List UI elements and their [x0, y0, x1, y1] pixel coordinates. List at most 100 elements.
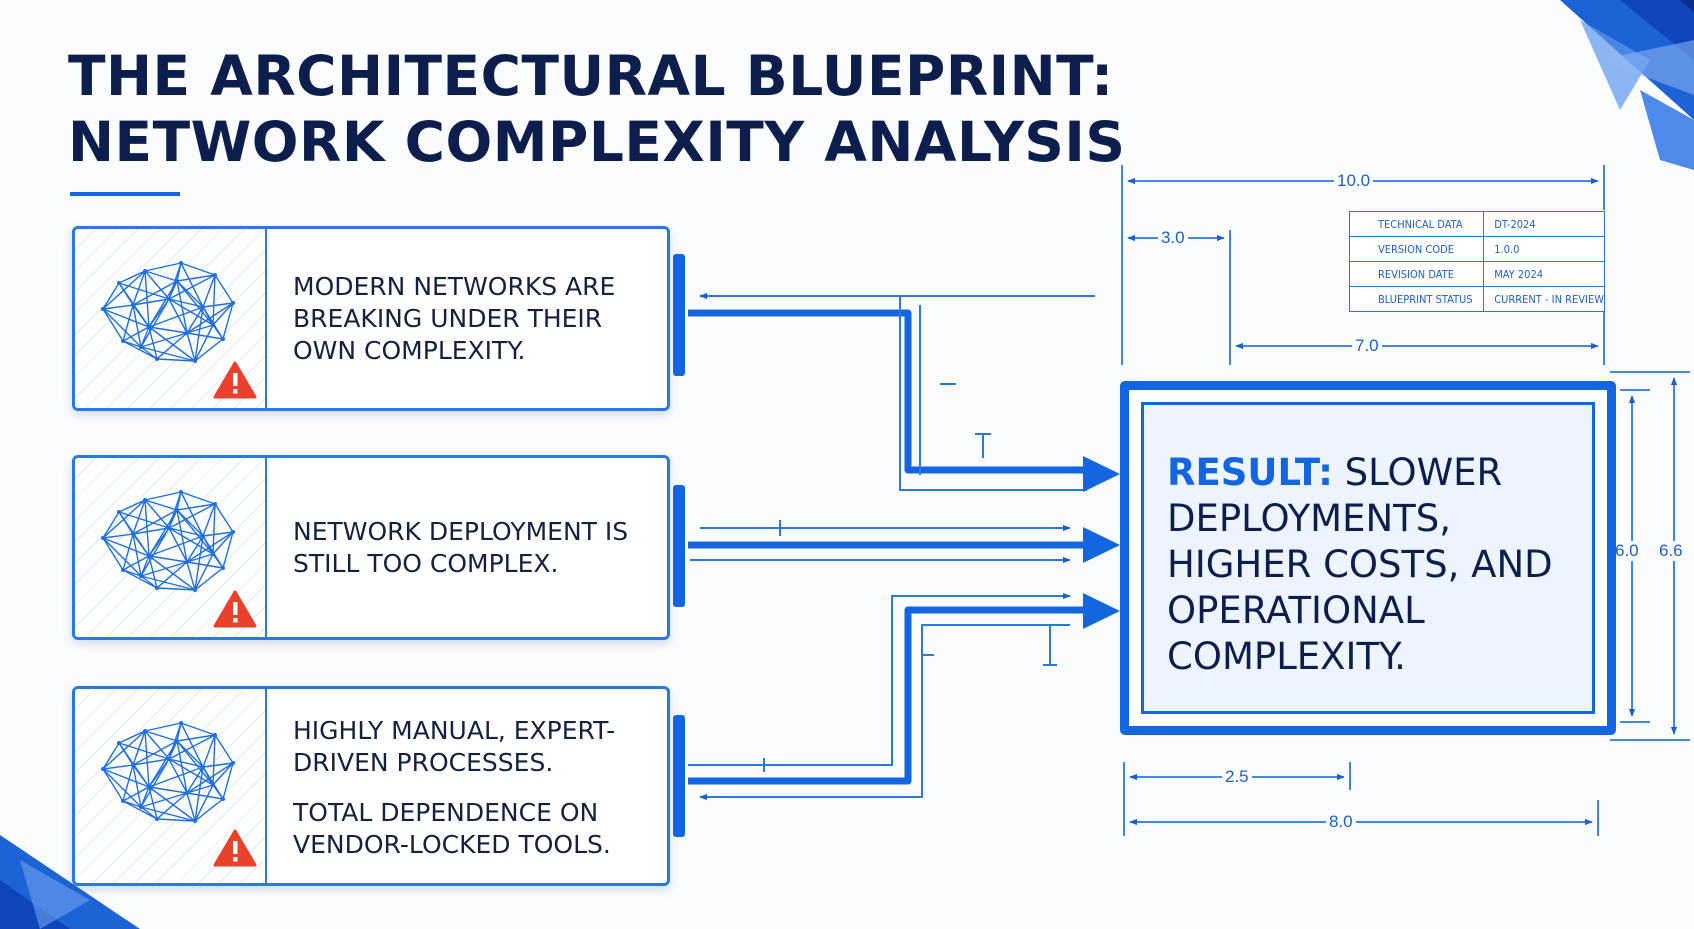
mesh-edge [132, 764, 142, 808]
mesh-edge [148, 786, 196, 822]
mesh-node [213, 502, 217, 506]
mesh-edge [118, 511, 170, 529]
table-key: REVISION DATE [1348, 261, 1485, 287]
mesh-node [185, 560, 189, 564]
mesh-edge [118, 742, 134, 766]
mesh-edge [202, 302, 234, 308]
mesh-node [131, 532, 135, 536]
mesh-edge [140, 758, 170, 808]
mesh-edge [144, 270, 178, 282]
mesh-edge [140, 575, 196, 591]
title-underline [70, 192, 180, 196]
mesh-edge [140, 561, 188, 577]
table-key: TECHNICAL DATA [1348, 211, 1485, 237]
table-value: 1.0.0 [1483, 236, 1605, 262]
mesh-edge [122, 340, 158, 360]
mesh-edge [144, 730, 170, 760]
mesh-edge [194, 324, 214, 362]
mesh-node [175, 508, 179, 512]
network-mesh-icon [101, 490, 235, 592]
mesh-node [211, 783, 215, 787]
mesh-edge [144, 270, 150, 328]
mesh-edge [186, 324, 214, 334]
mesh-node [121, 339, 125, 343]
mesh-edge [202, 762, 234, 768]
mesh-edge [140, 527, 170, 577]
mesh-edge [132, 758, 170, 766]
mesh-node [139, 805, 143, 809]
mesh-edge [186, 792, 224, 800]
mesh-graph [101, 490, 235, 592]
mesh-edge [102, 742, 120, 770]
mesh-edge [102, 511, 120, 539]
connector-card-1 [688, 292, 1095, 491]
mesh-edge [132, 730, 146, 766]
mesh-edge [140, 298, 170, 348]
mesh-edge [122, 800, 158, 820]
mesh-node [139, 574, 143, 578]
mesh-edge [180, 491, 216, 505]
mesh-edge [186, 561, 196, 591]
mesh-edge [102, 768, 124, 802]
mesh-edge [176, 274, 216, 282]
mesh-edge [132, 764, 150, 788]
mesh-edge [194, 306, 204, 362]
mesh-edge [194, 553, 214, 591]
problem-card-3: HIGHLY MANUAL, EXPERT- DRIVEN PROCESSES.… [72, 686, 670, 886]
mesh-edge [176, 734, 216, 742]
mesh-edge [176, 509, 188, 563]
mesh-edge [186, 332, 224, 340]
mesh-edge [212, 762, 234, 786]
mesh-edge [144, 730, 178, 742]
mesh-node [139, 345, 143, 349]
mesh-edge [148, 326, 196, 362]
mesh-edge [202, 274, 216, 308]
mesh-edge [176, 722, 182, 742]
result-label: RESULT: [1167, 451, 1333, 494]
mesh-edge [132, 509, 178, 535]
mesh-node [175, 739, 179, 743]
mesh-edge [140, 326, 150, 348]
mesh-node [121, 568, 125, 572]
mesh-node [211, 552, 215, 556]
mesh-node [179, 490, 183, 494]
mesh-node [131, 763, 135, 767]
arrowheads-to-result [1083, 456, 1120, 629]
mesh-edge [156, 792, 188, 820]
card-icon-cell [75, 458, 267, 637]
mesh-edge [118, 730, 146, 744]
result-box: RESULT: SLOWER DEPLOYMENTS, HIGHER COSTS… [1120, 381, 1616, 735]
mesh-node [201, 305, 205, 309]
mesh-edge [140, 786, 150, 808]
mesh-edge [132, 740, 178, 766]
mesh-edge [140, 555, 150, 577]
mesh-node [101, 536, 105, 540]
connector-card-3 [688, 592, 1094, 801]
mesh-edge [148, 280, 178, 328]
mesh-edge [140, 575, 158, 589]
mesh-edge [144, 491, 182, 501]
mesh-node [167, 297, 171, 301]
mesh-node [155, 817, 159, 821]
mesh-edge [212, 302, 234, 326]
mesh-edge [194, 766, 204, 822]
mesh-edge [202, 531, 234, 537]
mesh-edge [122, 569, 142, 577]
mesh-edge [180, 262, 216, 276]
mesh-node [231, 301, 235, 305]
mesh-node [147, 785, 151, 789]
mesh-node [211, 323, 215, 327]
mesh-node [131, 303, 135, 307]
table-row: REVISION DATE MAY 2024 [1348, 261, 1605, 287]
mesh-edge [148, 326, 188, 334]
mesh-node [117, 281, 121, 285]
mesh-edge [102, 764, 134, 770]
mesh-node [185, 791, 189, 795]
mesh-edge [186, 535, 204, 563]
mesh-edge [212, 274, 216, 326]
problem-card-1: MODERN NETWORKS ARE BREAKING UNDER THEIR… [72, 226, 670, 411]
mesh-edge [222, 762, 234, 800]
mesh-edge [148, 555, 196, 591]
mesh-edge [144, 499, 170, 529]
